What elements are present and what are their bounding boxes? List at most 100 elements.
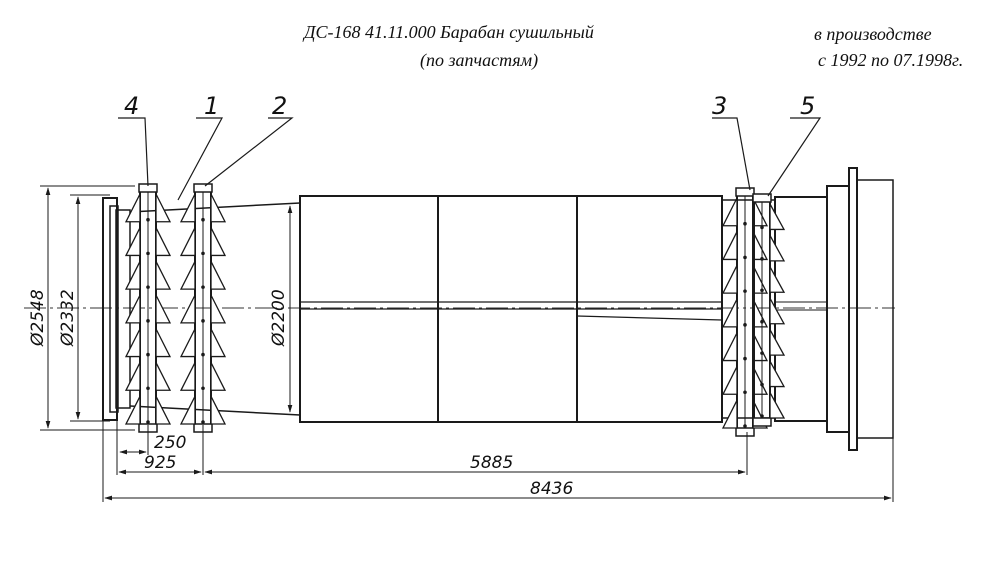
length-dimensions [102, 420, 894, 502]
ring-2-bolt [201, 285, 205, 289]
ring-3-cap-top [735, 187, 755, 197]
ring-3-bolt [743, 289, 747, 293]
ring-3-tooth [721, 399, 738, 429]
ring-3-tooth [752, 332, 769, 362]
ring-2-tooth [179, 193, 196, 223]
ring-3-tooth [752, 265, 769, 294]
ring-5-bolt [760, 319, 764, 324]
ring-2-bolt [201, 352, 205, 357]
ring-2-tooth [179, 395, 196, 425]
ring-4-tooth [124, 261, 141, 290]
ring-5-bolt [760, 288, 764, 293]
ring-4-bolt [146, 285, 150, 289]
ring-3-tooth [721, 231, 738, 261]
drum-shell [299, 195, 828, 423]
ring-3-tooth [752, 231, 769, 261]
dim-925-label: 925 [144, 453, 176, 473]
ring-5-tooth [769, 360, 786, 388]
diameter-outer-label: Ø2548 [28, 289, 48, 347]
ring-4-bolt [146, 352, 150, 357]
ring-2-tooth [179, 328, 196, 358]
callout-4: 4 [124, 92, 139, 120]
ring-4-bolt [146, 386, 150, 391]
ring-4-tooth [124, 328, 141, 358]
ring-3-tooth [721, 366, 738, 395]
diameter-shell-label: Ø2200 [269, 289, 289, 347]
ring-5-tooth [769, 392, 786, 419]
callout-2: 2 [272, 92, 287, 120]
dim-5885-label: 5885 [470, 453, 513, 473]
ring-4-bolt [146, 251, 150, 256]
ring-4-tooth [124, 227, 141, 257]
outlet-flange [826, 167, 894, 451]
ring-2-tooth [179, 227, 196, 257]
ring-2-bolt [201, 217, 205, 222]
ring-5-tooth [769, 266, 786, 293]
ring-5-tooth [769, 297, 786, 325]
ring-4-tooth [155, 294, 172, 324]
ring-4-tooth [155, 193, 172, 223]
diameter-dimensions [40, 185, 293, 431]
dim-250-label: 250 [154, 433, 186, 453]
ring-3-tooth [721, 332, 738, 362]
drawing-subtitle: (по запчастям) [420, 50, 539, 70]
ring-4-bolt [146, 319, 150, 323]
dim-8436-label: 8436 [530, 479, 573, 499]
callout-1: 1 [204, 92, 219, 120]
ring-2-tooth [210, 362, 227, 391]
callout-3: 3 [712, 92, 727, 120]
ring-3-bolt [743, 424, 747, 428]
ring-5-bolt [760, 225, 764, 230]
diameter-inner-label: Ø2332 [58, 289, 78, 347]
ring-2-cap-top [193, 183, 213, 193]
ring-4-tooth [155, 261, 172, 290]
ring-5-bolt [760, 257, 764, 261]
ring-5-cap-top [752, 193, 772, 203]
ring-2-tooth [179, 261, 196, 290]
ring-3-tooth [721, 265, 738, 294]
ring-5-bolt [760, 351, 764, 355]
ring-4-bolt [146, 217, 150, 222]
drawing-title: ДС-168 41.11.000 Барабан сушильный [304, 22, 594, 42]
production-period: с 1992 по 07.1998г. [818, 50, 964, 70]
ring-3-bolt [743, 255, 747, 260]
callout-5: 5 [800, 92, 815, 120]
ring-3-bolt [743, 356, 747, 361]
ring-2-tooth [179, 294, 196, 324]
ring-4-tooth [124, 395, 141, 425]
ring-2-bolt [201, 420, 205, 424]
ring-5-tooth [769, 329, 786, 356]
ring-2-bolt [201, 319, 205, 323]
ring-4-tooth [124, 193, 141, 223]
ring-2-tooth [210, 261, 227, 290]
callout-leaders [118, 117, 822, 201]
ring-2-tooth [210, 227, 227, 257]
ring-3-tooth [721, 298, 738, 328]
ring-3-bolt [743, 390, 747, 395]
ring-5-tooth [769, 235, 786, 262]
ring-3-tooth [721, 197, 738, 227]
ring-4-tooth [124, 294, 141, 324]
ring-2-tooth [210, 395, 227, 425]
ring-3-tooth [752, 298, 769, 328]
production-label: в производстве [814, 24, 932, 44]
ring-2-bolt [201, 251, 205, 256]
ring-4-tooth [155, 395, 172, 425]
ring-4-bolt [146, 420, 150, 424]
ring-5-cap-bottom [752, 417, 772, 427]
ring-2-bolt [201, 386, 205, 391]
ring-5-bolt [760, 414, 764, 418]
ring-5-bolt [760, 382, 764, 387]
ring-2-tooth [210, 328, 227, 358]
ring-4-tooth [155, 328, 172, 358]
ring-3-bolt [743, 221, 747, 226]
ring-3-tooth [752, 366, 769, 395]
ring-4-tooth [155, 362, 172, 391]
ring-3-bolt [743, 323, 747, 327]
ring-5-tooth [769, 203, 786, 231]
ring-2-tooth [210, 294, 227, 324]
ring-4-tooth [124, 362, 141, 391]
ring-2-tooth [210, 193, 227, 223]
rings-group [124, 183, 786, 437]
